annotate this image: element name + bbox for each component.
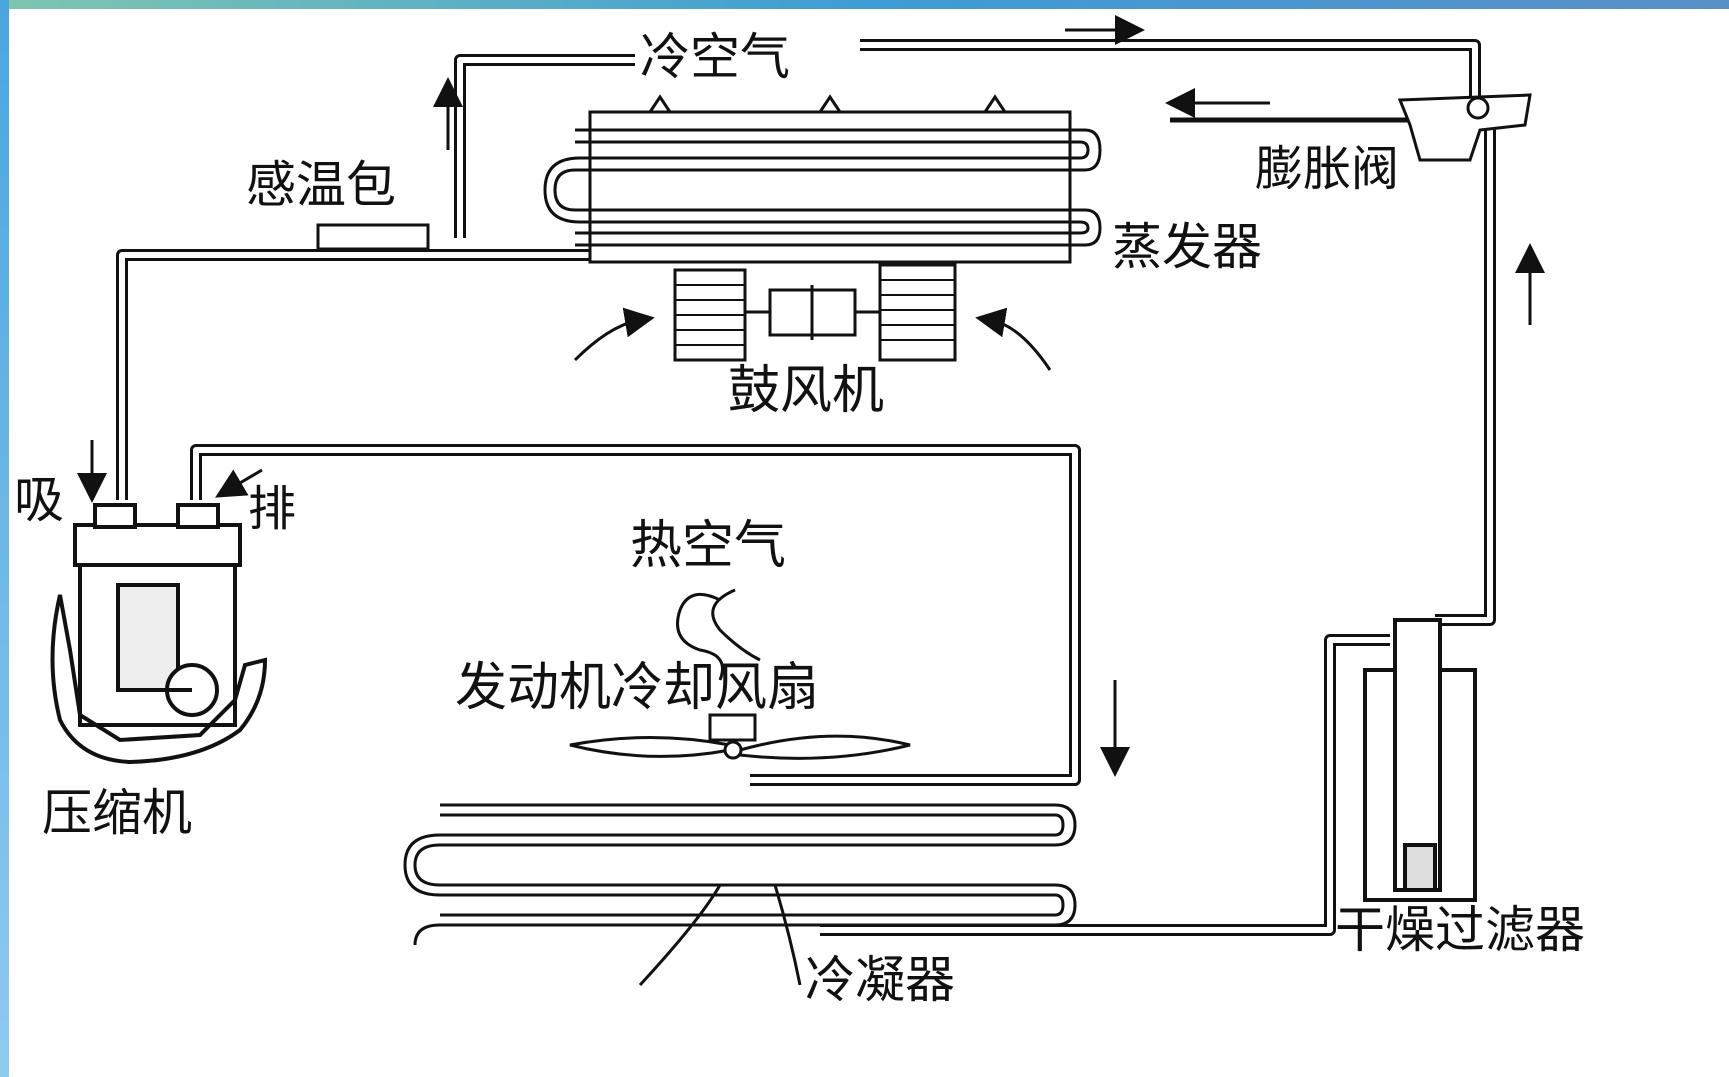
left-border — [0, 0, 9, 1077]
evaporator-label: 蒸发器 — [1112, 218, 1262, 276]
blower-unit — [673, 263, 957, 362]
expansion-valve-body — [1397, 93, 1532, 162]
thermal-bulb-body — [316, 223, 430, 251]
drier-filter-body — [1363, 618, 1477, 902]
cold-air-label: 冷空气 — [640, 28, 790, 86]
flow-direction-arrows — [77, 15, 1545, 777]
hot-air-label: 热空气 — [630, 516, 787, 576]
condenser-coil — [403, 803, 1077, 987]
compressor-label: 压缩机 — [42, 784, 192, 842]
drier-filter-label: 干燥过滤器 — [1335, 901, 1585, 959]
evaporator-coil — [543, 94, 1102, 264]
hot-air-squiggle — [676, 588, 761, 681]
condenser-label: 冷凝器 — [805, 951, 955, 1009]
top-border — [0, 0, 1729, 9]
expansion-valve-label: 膨胀阀 — [1255, 141, 1400, 197]
suction-label: 吸 — [14, 471, 64, 529]
blower-label: 鼓风机 — [728, 361, 885, 421]
thermal-bulb-label: 感温包 — [246, 156, 396, 214]
airflow-arrows — [573, 307, 1052, 371]
cooling-fan — [569, 713, 911, 760]
discharge-label: 排 — [248, 481, 297, 537]
engine-cooling-fan-label: 发动机冷却风扇 — [455, 658, 820, 718]
compressor-unit — [50, 503, 268, 765]
